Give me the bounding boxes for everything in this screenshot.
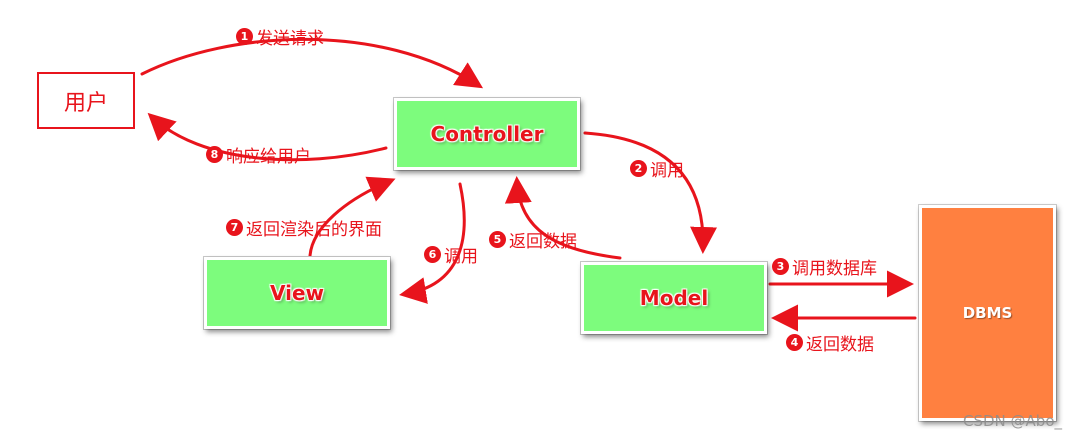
step-4-number-icon: 4 (786, 334, 803, 351)
step-3-text: 调用数据库 (792, 259, 877, 279)
step-8-number-icon: 8 (206, 146, 223, 163)
step-1-number-icon: 1 (236, 28, 253, 45)
step-5-label: 5 返回数据 (489, 227, 577, 252)
step-5-text: 返回数据 (509, 232, 577, 252)
step-6-label: 6 调用 (424, 242, 478, 267)
step-7-number-icon: 7 (226, 219, 243, 236)
arrow-view-to-controller (308, 176, 396, 258)
step-3-number-icon: 3 (772, 258, 789, 275)
step-6-number-icon: 6 (424, 246, 441, 263)
step-3-label: 3 调用数据库 (772, 254, 877, 279)
arrow-controller-to-model (583, 131, 718, 254)
step-7-text: 返回渲染后的界面 (246, 220, 382, 240)
step-4-text: 返回数据 (806, 335, 874, 355)
step-8-text: 响应给用户 (226, 147, 311, 167)
dbms-box: DBMS (919, 205, 1056, 421)
step-8-label: 8 响应给用户 (206, 142, 311, 167)
arrow-model-to-controller (504, 176, 622, 260)
step-2-number-icon: 2 (630, 160, 647, 177)
step-2-text: 调用 (650, 161, 684, 181)
controller-box: Controller (394, 98, 580, 170)
user-box: 用户 (37, 72, 135, 129)
step-1-label: 1 发送请求 (236, 24, 324, 49)
step-5-number-icon: 5 (489, 231, 506, 248)
watermark: CSDN @Abo_ (963, 412, 1062, 430)
model-box: Model (581, 262, 767, 334)
step-4-label: 4 返回数据 (786, 330, 874, 355)
step-7-label: 7 返回渲染后的界面 (226, 215, 382, 240)
arrow-user-to-controller (140, 37, 484, 89)
arrow-controller-to-view (399, 182, 466, 304)
step-1-text: 发送请求 (256, 29, 324, 49)
view-box: View (204, 257, 390, 329)
step-6-text: 调用 (444, 247, 478, 267)
step-2-label: 2 调用 (630, 156, 684, 181)
arrow-controller-to-user (147, 112, 388, 162)
